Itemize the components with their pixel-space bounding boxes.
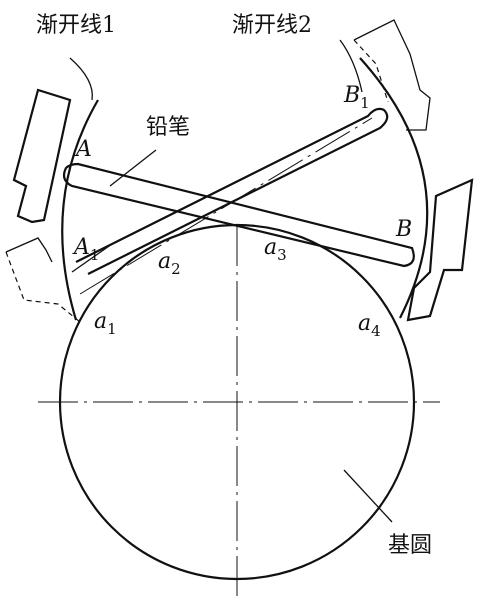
pencil-leader [109,149,157,187]
involute-curve-1 [69,57,93,101]
label-point-A: A [74,137,92,162]
right-tool-block-lower [406,178,474,322]
tangent-line-a1-extend [71,243,113,273]
left-tool-block-ghost-2 [5,237,53,263]
label-point-B: B [395,217,412,242]
label-point-B1: B1 [343,83,370,112]
outer-arc [61,99,99,321]
label-base-circle: 基圆 [388,533,432,558]
left-tool-block-ghost [5,251,81,323]
left-tool-block [12,88,72,224]
label-involute-1: 渐开线1 [36,13,116,38]
label-a4: a4 [358,311,381,340]
right-tool-block-upper-dash [353,39,389,103]
label-a3: a3 [264,235,287,264]
outer-arc-right [359,57,429,319]
label-a2: a2 [158,249,181,278]
pencil-b1 [75,107,389,275]
base-circle-leader [343,469,393,523]
pencil-ab [62,162,415,268]
label-point-A1: A1 [72,235,99,264]
label-involute-2: 渐开线2 [232,13,312,38]
label-pencil: 铅笔 [146,115,190,140]
involute-curve-2 [339,39,363,93]
label-a1: a1 [94,309,117,338]
right-tool-block-upper [353,19,431,131]
